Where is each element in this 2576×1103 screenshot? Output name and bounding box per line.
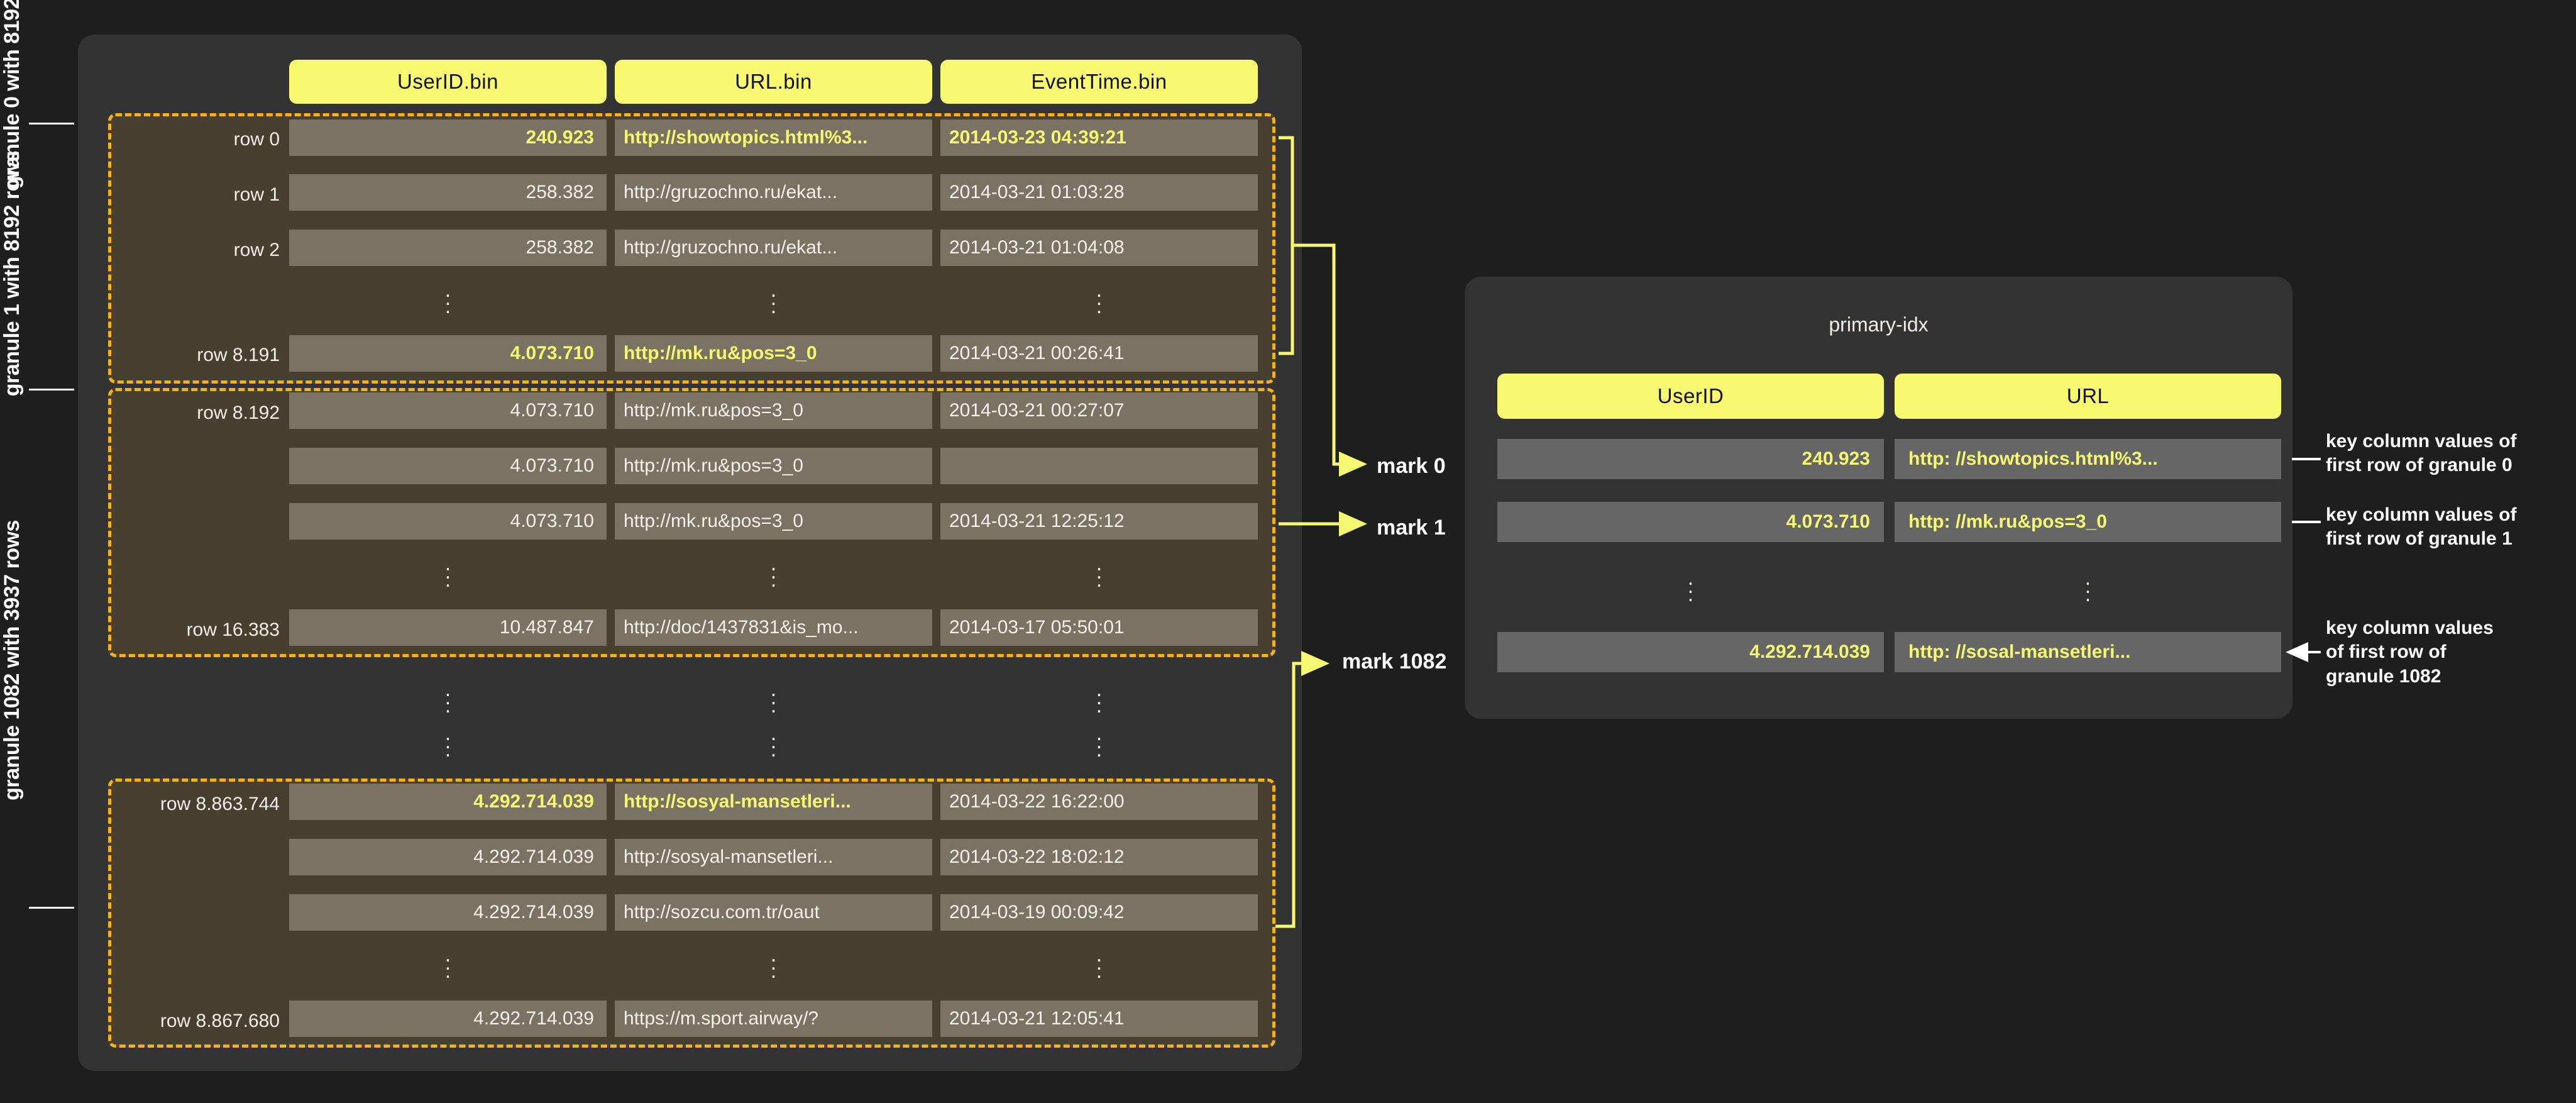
table-cell-eventtime: 2014-03-21 12:05:41 [940,1000,1258,1037]
table-cell-eventtime: 2014-03-21 00:26:41 [940,335,1258,372]
table-cell-userid: 4.073.710 [289,392,607,429]
table-cell-url: http://mk.ru&pos=3_0 [615,503,932,540]
table-cell-userid: 10.487.847 [289,609,607,646]
ellipsis-icon: ... [770,721,777,762]
table-cell-userid: 4.073.710 [289,448,607,484]
row-label: row 16.383 [186,619,280,640]
column-header-url-bin: URL.bin [615,60,932,104]
idx-column-header-url: URL [1895,374,2281,419]
idx-column-header-userid: UserID [1497,374,1884,419]
row-label: row 8.191 [197,345,280,365]
mark-1082-label: mark 1082 [1342,650,1447,673]
ellipsis-icon: ... [444,278,451,318]
ellipsis-icon: ... [770,677,777,718]
idx-cell-userid: 4.292.714.039 [1497,632,1884,672]
table-cell-userid: 4.073.710 [289,503,607,540]
mark-0-label: mark 0 [1377,454,1446,478]
table-cell-userid: 4.292.714.039 [289,1000,607,1037]
table-cell-url: http://mk.ru&pos=3_0 [615,448,932,484]
idx-cell-url: http: //sosal-mansetleri... [1895,632,2281,672]
table-cell-url: http://sozcu.com.tr/oaut [615,894,932,931]
table-cell-eventtime: 2014-03-21 01:04:08 [940,230,1258,266]
row-label: row 0 [233,129,280,150]
table-cell-url: https://m.sport.airway/? [615,1000,932,1037]
idx-cell-url: http: //showtopics.html%3... [1895,439,2281,479]
row-label: row 8.863.744 [160,794,280,814]
ellipsis-icon: ... [770,278,777,318]
primary-idx-title: primary-idx [1829,313,1929,336]
table-cell-url: http://sosyal-mansetleri... [615,784,932,820]
row-label: row 1 [233,184,280,205]
annotation-line: key column values of [2326,431,2517,452]
granule-1082-tick [29,907,74,909]
table-cell-eventtime: 2014-03-22 16:22:00 [940,784,1258,820]
table-cell-eventtime: 2014-03-19 00:09:42 [940,894,1258,931]
table-cell-url: http://gruzochno.ru/ekat... [615,174,932,211]
table-cell-userid: 4.292.714.039 [289,839,607,875]
table-cell-url: http://gruzochno.ru/ekat... [615,230,932,266]
annotation-line: key column values of [2326,504,2517,525]
table-cell-userid: 240.923 [289,119,607,156]
table-cell-url: http://sosyal-mansetleri... [615,839,932,875]
mark-1-label: mark 1 [1377,516,1446,540]
table-cell-url: http://mk.ru&pos=3_0 [615,335,932,372]
table-cell-eventtime: 2014-03-22 18:02:12 [940,839,1258,875]
ellipsis-icon: ... [770,943,777,983]
idx-cell-userid: 4.073.710 [1497,502,1884,542]
ellipsis-icon: ... [1096,278,1103,318]
row-label: row 8.192 [197,402,280,423]
idx-cell-url: http: //mk.ru&pos=3_0 [1895,502,2281,542]
table-cell-eventtime: 2014-03-21 12:25:12 [940,503,1258,540]
ellipsis-icon: ... [770,552,777,592]
annotation-granule-1082: key column values of first row of granul… [2326,616,2494,689]
table-cell-eventtime: 2014-03-17 05:50:01 [940,609,1258,646]
ellipsis-icon: ... [1687,566,1694,606]
ellipsis-icon: ... [1096,677,1103,718]
table-cell-userid: 258.382 [289,174,607,211]
granule-labels-column: granule 0 with 8192 rows granule 1 with … [0,0,74,1103]
granule-1-tick [29,389,74,391]
column-header-userid-bin: UserID.bin [289,60,607,104]
column-header-eventtime-bin: EventTime.bin [940,60,1258,104]
annotation-line: first row of granule 0 [2326,455,2513,476]
ellipsis-icon: ... [444,677,451,718]
idx-cell-userid: 240.923 [1497,439,1884,479]
table-cell-eventtime [940,448,1258,484]
annotation-line: first row of granule 1 [2326,528,2513,550]
table-cell-url: http://mk.ru&pos=3_0 [615,392,932,429]
table-cell-eventtime: 2014-03-21 01:03:28 [940,174,1258,211]
table-cell-eventtime: 2014-03-23 04:39:21 [940,119,1258,156]
table-cell-eventtime: 2014-03-21 00:27:07 [940,392,1258,429]
ellipsis-icon: ... [444,721,451,762]
ellipsis-icon: ... [1096,943,1103,983]
table-cell-userid: 4.073.710 [289,335,607,372]
ellipsis-icon: ... [444,552,451,592]
ellipsis-icon: ... [444,943,451,983]
annotation-line: granule 1082 [2326,665,2441,687]
row-label: row 8.867.680 [160,1011,280,1031]
annotation-line: key column values [2326,618,2494,638]
annotation-granule-0: key column values of first row of granul… [2326,430,2516,478]
ellipsis-icon: ... [2084,566,2091,606]
row-label: row 2 [233,240,280,260]
table-cell-url: http://showtopics.html%3... [615,119,932,156]
granule-1082-label: granule 1082 with 3937 rows [0,520,24,801]
annotation-granule-1: key column values of first row of granul… [2326,503,2516,552]
table-cell-userid: 4.292.714.039 [289,784,607,820]
ellipsis-icon: ... [1096,721,1103,762]
granule-0-tick [29,123,74,125]
ellipsis-icon: ... [1096,552,1103,592]
table-cell-url: http://doc/1437831&is_mo... [615,609,932,646]
annotation-line: of first row of [2326,641,2447,663]
table-cell-userid: 4.292.714.039 [289,894,607,931]
table-cell-userid: 258.382 [289,230,607,266]
